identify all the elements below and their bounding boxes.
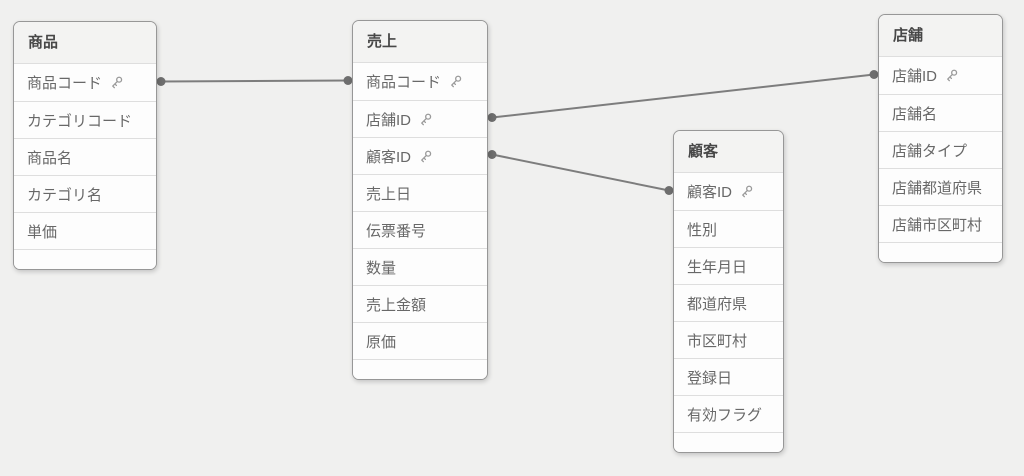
- field-label: 商品コード: [366, 74, 442, 91]
- field-label: 有効フラグ: [687, 406, 763, 424]
- field-row[interactable]: 店舗ID: [353, 100, 487, 137]
- field-row[interactable]: 売上日: [353, 174, 487, 211]
- field-label: カテゴリコード: [27, 112, 133, 130]
- field-row[interactable]: 店舗都道府県: [879, 168, 1002, 205]
- field-row[interactable]: 数量: [353, 248, 487, 285]
- connector-endpoint-dot: [156, 77, 166, 86]
- field-row[interactable]: 原価: [353, 322, 487, 359]
- table-footer: [14, 249, 156, 269]
- table-title-store[interactable]: 店舗: [879, 15, 1002, 57]
- field-label: 商品名: [27, 149, 73, 167]
- field-row[interactable]: 伝票番号: [353, 211, 487, 248]
- table-sales[interactable]: 売上商品コード店舗ID 顧客ID 売上日伝票番号数量売上金額原価: [352, 20, 488, 380]
- field-label: 原価: [366, 333, 397, 351]
- field-row[interactable]: 顧客ID: [353, 137, 487, 174]
- field-label: 売上金額: [366, 296, 427, 314]
- table-title-customer[interactable]: 顧客: [674, 131, 783, 173]
- field-row[interactable]: 店舗名: [879, 94, 1002, 131]
- field-row[interactable]: 商品コード: [14, 64, 156, 101]
- key-icon: [947, 69, 958, 82]
- relation-connector[interactable]: [487, 70, 879, 122]
- table-footer: [674, 432, 783, 452]
- table-product[interactable]: 商品商品コードカテゴリコード商品名カテゴリ名単価: [13, 21, 157, 270]
- field-row[interactable]: 商品名: [14, 138, 156, 175]
- field-row[interactable]: 市区町村: [674, 321, 783, 358]
- relation-connector[interactable]: [487, 150, 674, 195]
- field-label: 顧客ID: [366, 148, 412, 166]
- field-label: 登録日: [687, 369, 733, 387]
- field-label: 店舗タイプ: [892, 142, 968, 160]
- connector-endpoint-dot: [487, 113, 497, 122]
- field-label: 性別: [687, 221, 718, 239]
- key-icon: [421, 150, 432, 162]
- key-icon: [742, 185, 753, 198]
- field-row[interactable]: 生年月日: [674, 247, 783, 284]
- table-footer: [353, 359, 487, 379]
- key-icon: [451, 75, 462, 88]
- field-label: カテゴリ名: [27, 186, 103, 204]
- field-row[interactable]: 単価: [14, 212, 156, 249]
- relation-connector[interactable]: [156, 76, 353, 86]
- field-label: 市区町村: [687, 332, 748, 350]
- field-label: 顧客ID: [687, 184, 733, 201]
- field-label: 都道府県: [687, 295, 748, 313]
- field-row[interactable]: 有効フラグ: [674, 395, 783, 432]
- field-row[interactable]: 登録日: [674, 358, 783, 395]
- field-row[interactable]: カテゴリコード: [14, 101, 156, 138]
- field-row[interactable]: 店舗ID: [879, 57, 1002, 94]
- field-label: 商品コード: [27, 75, 103, 92]
- table-title-sales[interactable]: 売上: [353, 21, 487, 63]
- field-label: 売上日: [366, 185, 412, 203]
- field-row[interactable]: 店舗市区町村: [879, 205, 1002, 242]
- field-row[interactable]: 性別: [674, 210, 783, 247]
- key-icon: [112, 76, 123, 89]
- field-label: 店舗市区町村: [892, 216, 983, 234]
- field-row[interactable]: 売上金額: [353, 285, 487, 322]
- field-label: 生年月日: [687, 258, 748, 276]
- field-row[interactable]: 都道府県: [674, 284, 783, 321]
- table-footer: [879, 242, 1002, 262]
- field-label: 店舗都道府県: [892, 179, 983, 197]
- table-store[interactable]: 店舗店舗ID 店舗名店舗タイプ店舗都道府県店舗市区町村: [878, 14, 1003, 263]
- connector-endpoint-dot: [487, 150, 497, 159]
- field-label: 単価: [27, 223, 58, 241]
- field-label: 店舗名: [892, 105, 938, 123]
- key-icon: [421, 113, 432, 125]
- table-customer[interactable]: 顧客顧客ID 性別生年月日都道府県市区町村登録日有効フラグ: [673, 130, 784, 453]
- field-label: 伝票番号: [366, 222, 427, 240]
- field-row[interactable]: 顧客ID: [674, 173, 783, 210]
- field-row[interactable]: 商品コード: [353, 63, 487, 100]
- field-label: 数量: [366, 259, 397, 277]
- field-row[interactable]: 店舗タイプ: [879, 131, 1002, 168]
- field-label: 店舗ID: [366, 111, 412, 129]
- field-label: 店舗ID: [892, 68, 938, 85]
- table-title-product[interactable]: 商品: [14, 22, 156, 64]
- field-row[interactable]: カテゴリ名: [14, 175, 156, 212]
